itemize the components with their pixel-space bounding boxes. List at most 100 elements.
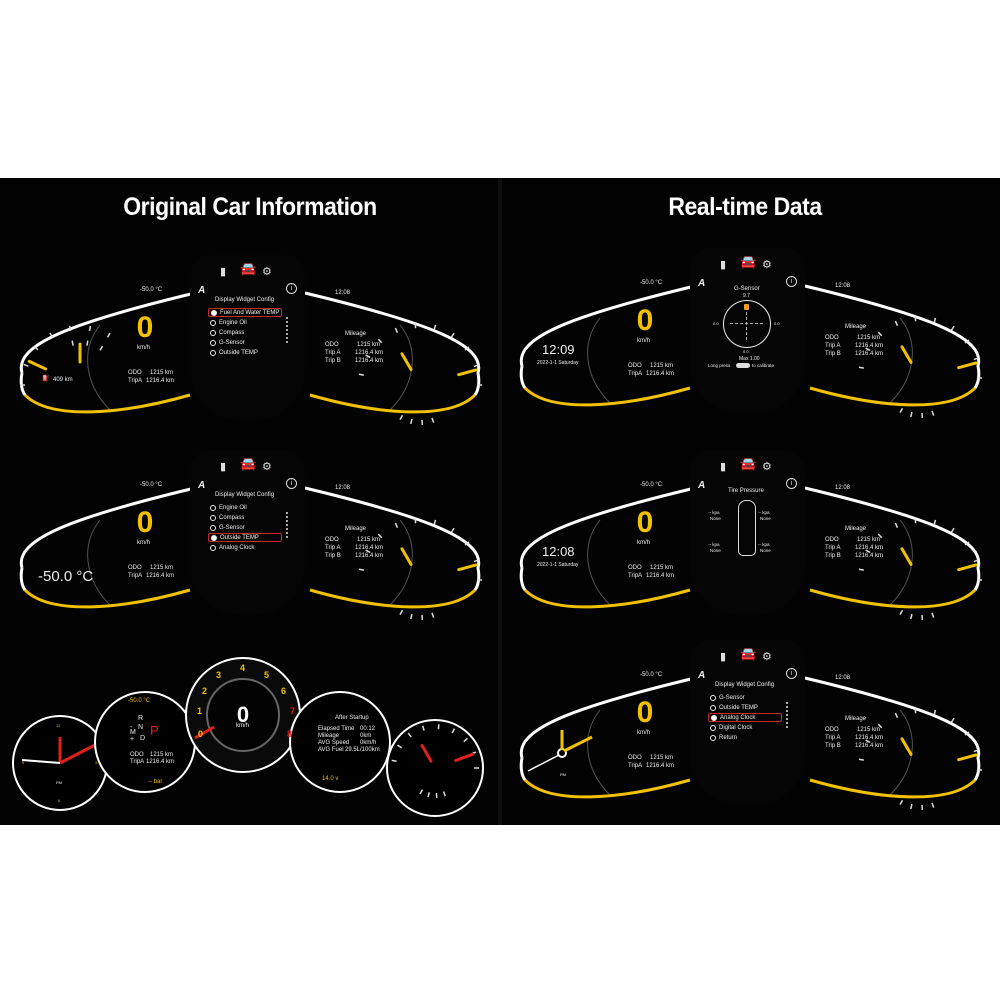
- document-icon[interactable]: ▮: [720, 461, 727, 473]
- gauge-tick: [964, 731, 970, 736]
- digital-clock-date: 2022-1-1 Saturday: [537, 562, 579, 568]
- outside-temp: -50.0 °C: [140, 482, 163, 488]
- gauge-tick: [865, 739, 871, 744]
- menu-item[interactable]: Outside TEMP: [208, 533, 282, 542]
- calibrate-hint-pre: Long press: [708, 363, 731, 368]
- trip-a-label: Trip A: [825, 545, 841, 551]
- digital-clock-time: 12:08: [542, 544, 575, 559]
- title-real-time-data: Real-time Data: [668, 193, 822, 221]
- gauge-tick: [931, 612, 935, 618]
- trip-row-label: Mileage: [318, 733, 340, 739]
- gear-icon[interactable]: ⚙: [262, 266, 272, 278]
- gear-icon[interactable]: ⚙: [762, 651, 772, 663]
- document-icon[interactable]: ▮: [220, 461, 227, 473]
- cluster-graphics: [519, 676, 982, 810]
- scrollbar[interactable]: [786, 702, 788, 728]
- gauge-tick: [391, 759, 397, 762]
- outside-temp: -50.0 °C: [140, 287, 163, 293]
- odo-value: 1215 km: [357, 537, 381, 543]
- menu-item[interactable]: G-Sensor: [708, 693, 782, 702]
- gear-icon[interactable]: ⚙: [262, 461, 272, 473]
- info-icon[interactable]: i: [286, 478, 297, 489]
- menu-item[interactable]: G-Sensor: [208, 523, 282, 532]
- speed-unit: km/h: [637, 540, 651, 546]
- scrollbar[interactable]: [286, 512, 288, 538]
- radio-icon: [210, 329, 216, 336]
- menu-item[interactable]: Analog Clock: [708, 713, 782, 722]
- gauge-tick: [450, 527, 455, 533]
- fuel-range-icon: ⛽: [42, 376, 50, 382]
- odo-value: 1215 km: [857, 335, 881, 341]
- gauge-tick: [358, 568, 364, 571]
- menu-item[interactable]: Return: [708, 733, 782, 742]
- menu-item[interactable]: Digital Clock: [708, 723, 782, 732]
- car-icon[interactable]: 🚘: [740, 646, 757, 661]
- radio-icon: [210, 524, 216, 531]
- trip-row-value: 00:12: [360, 726, 376, 732]
- info-icon[interactable]: i: [786, 276, 797, 287]
- document-icon[interactable]: ▮: [720, 259, 727, 271]
- left-wing-amber-edge: [23, 393, 191, 414]
- car-icon[interactable]: 🚘: [740, 456, 757, 471]
- tripa-label: TripA: [128, 378, 143, 384]
- tripa-value: 1216.4 km: [146, 378, 175, 384]
- document-icon[interactable]: ▮: [220, 266, 227, 278]
- menu-item[interactable]: G-Sensor: [208, 338, 282, 347]
- radio-icon: [211, 309, 217, 316]
- menu-item[interactable]: Compass: [208, 328, 282, 337]
- document-icon[interactable]: ▮: [720, 651, 727, 663]
- after-startup-title: After Startup: [335, 715, 369, 721]
- right-wing-amber-edge: [809, 778, 977, 799]
- tripa-value: 1216.4 km: [146, 573, 175, 579]
- clock-6: 6: [58, 798, 61, 803]
- gauge-needle: [900, 547, 913, 566]
- gear-2: P: [150, 723, 159, 738]
- menu-item-label: Engine Oil: [219, 504, 247, 511]
- scrollbar[interactable]: [286, 317, 288, 343]
- menu-item[interactable]: Fuel And Water TEMP: [208, 308, 282, 317]
- gauge-tick: [88, 325, 92, 331]
- menu-item[interactable]: Analog Clock: [208, 543, 282, 552]
- car-icon[interactable]: 🚘: [240, 261, 257, 276]
- tire-pressure-title: Tire Pressure: [728, 488, 764, 494]
- trip-a-value: 1216.4 km: [355, 350, 384, 356]
- car-icon[interactable]: 🚘: [740, 254, 757, 269]
- info-icon[interactable]: i: [286, 283, 297, 294]
- menu-item[interactable]: Outside TEMP: [708, 703, 782, 712]
- info-icon[interactable]: i: [786, 668, 797, 679]
- gauge-tick: [877, 533, 883, 539]
- right-gauge-ring: [386, 719, 484, 817]
- menu-item[interactable]: Compass: [208, 513, 282, 522]
- clock-minute-hand: [563, 735, 593, 753]
- gear-icon[interactable]: ⚙: [762, 461, 772, 473]
- odo-value: 1215 km: [150, 752, 174, 758]
- menu-item[interactable]: Engine Oil: [208, 503, 282, 512]
- right-wing-inner-arc: [889, 709, 913, 796]
- left-wing-amber-edge: [523, 778, 691, 799]
- tripa-value: 1216.4 km: [146, 759, 175, 765]
- tach-digit-0: 0: [198, 729, 204, 739]
- menu-item-label: Compass: [219, 329, 245, 336]
- car-icon[interactable]: 🚘: [240, 456, 257, 471]
- gear-icon[interactable]: ⚙: [762, 259, 772, 271]
- calibrate-hint-post: to calibrate: [752, 363, 775, 368]
- menu-item[interactable]: Engine Oil: [208, 318, 282, 327]
- radio-icon: [710, 734, 716, 741]
- menu-item[interactable]: Outside TEMP: [208, 348, 282, 357]
- gauge-tick: [71, 340, 74, 346]
- radio-icon: [711, 714, 717, 721]
- gauge-tick: [933, 709, 937, 715]
- outside-temp: -50.0 °C: [640, 280, 663, 286]
- gauge-tick: [49, 332, 54, 338]
- odo-label: ODO: [628, 755, 642, 761]
- info-icon[interactable]: i: [786, 478, 797, 489]
- cluster-graphics: [519, 486, 982, 620]
- calibrate-button[interactable]: [736, 363, 750, 368]
- gauge-tick: [431, 612, 435, 618]
- tripa-label: TripA: [628, 371, 643, 377]
- menu-title: Display Widget Config: [215, 297, 275, 303]
